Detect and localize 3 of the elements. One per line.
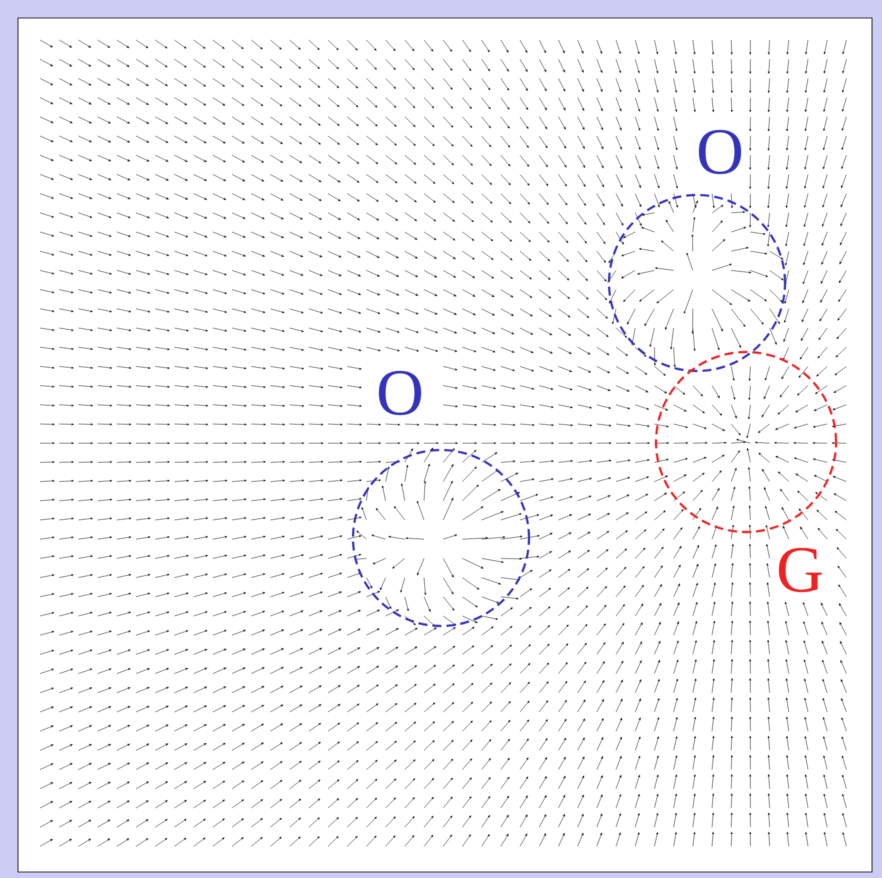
circle-label: O [378, 370, 422, 416]
circle-label: G [778, 548, 822, 592]
circle-label: O [698, 130, 742, 174]
